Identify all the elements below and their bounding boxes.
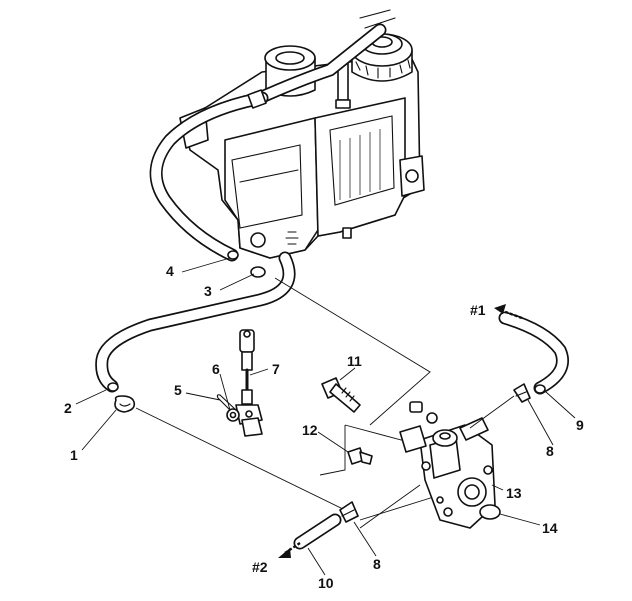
- callout-1: 1: [70, 447, 78, 463]
- direction-label-2: #2: [252, 559, 268, 575]
- callout-14: 14: [542, 520, 558, 536]
- callout-8-lower: 8: [373, 556, 381, 572]
- control-link-rod: [235, 329, 263, 437]
- callout-10: 10: [318, 575, 334, 591]
- pump-o-ring: [479, 504, 501, 520]
- callout-5: 5: [174, 382, 182, 398]
- callout-4: 4: [166, 263, 174, 279]
- direction-label-1: #1: [470, 302, 486, 318]
- callout-11: 11: [347, 353, 362, 369]
- assembly-lines: [135, 277, 441, 529]
- pump-bolt: [321, 377, 361, 413]
- callout-6: 6: [212, 361, 220, 377]
- callout-7: 7: [272, 361, 280, 377]
- hose-fitting: [347, 447, 373, 465]
- return-hose: [149, 89, 269, 262]
- hose-clip-8-upper: [513, 383, 531, 403]
- outlet-hose-2: [293, 513, 342, 550]
- callout-8-upper: 8: [546, 443, 554, 459]
- callout-13: 13: [506, 485, 522, 501]
- callout-leaders: [75, 257, 576, 576]
- tank-outlet-washer: [250, 266, 266, 278]
- outlet-hose-1: [498, 311, 569, 395]
- direction-arrow-2: [278, 542, 301, 558]
- callout-2: 2: [64, 400, 72, 416]
- callout-9: 9: [576, 417, 584, 433]
- hose-clip-1: [114, 395, 136, 413]
- pump-mount-screw: [409, 401, 438, 424]
- callout-12: 12: [302, 422, 318, 438]
- callout-3: 3: [204, 283, 212, 299]
- pump-outlet-line: [469, 395, 515, 429]
- oil-pump: [399, 417, 496, 529]
- link-washer: [226, 408, 240, 422]
- callout-labels: 4 3 2 1 5 6 7 11 12 13 14 8 9 8 10 #1 #2: [64, 263, 584, 591]
- hose-clip-8-lower: [339, 501, 359, 523]
- direction-arrow-1: [494, 304, 523, 320]
